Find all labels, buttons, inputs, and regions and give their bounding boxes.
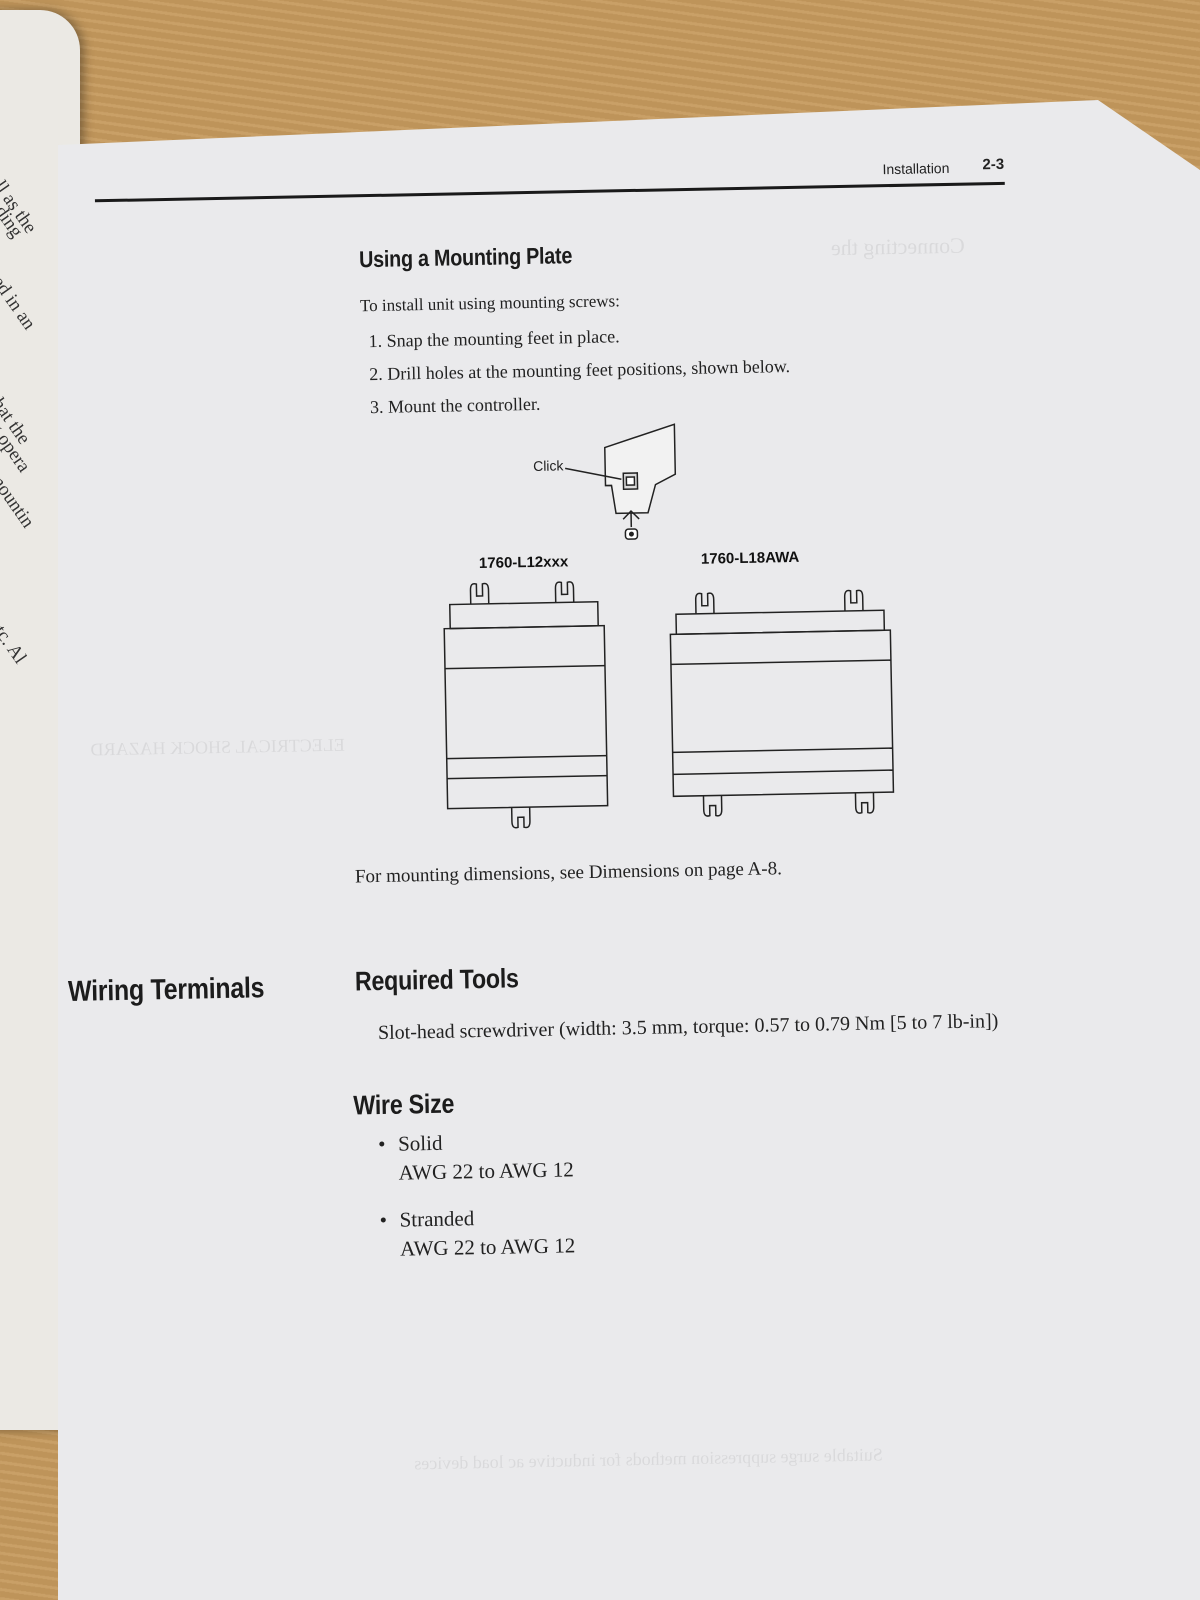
wire-type-name: Solid (397, 1130, 443, 1156)
click-label: Click (533, 457, 565, 474)
section-heading-mounting-plate: Using a Mounting Plate (358, 242, 573, 273)
mounting-steps: 1. Snap the mounting feet in place. 2. D… (360, 323, 791, 430)
bleed-through-text: ELECTRICAL SHOCK HAZARD (90, 734, 345, 760)
mounting-intro: To install unit using mounting screws: (359, 291, 621, 316)
wire-size-list: Solid AWG 22 to AWG 12 Stranded AWG 22 t… (378, 1128, 576, 1284)
mounting-feet-diagram: Click 1760-L12xxx 1760-L18AWA (443, 423, 895, 829)
left-page-fragment: ted in an (0, 268, 40, 334)
model-label-l12: 1760-L12xxx (479, 553, 569, 572)
controller-l12-outline (443, 581, 609, 829)
wire-type-item: Stranded AWG 22 to AWG 12 (379, 1204, 575, 1262)
bleed-through-text: Suitable surge suppression methods for i… (414, 1444, 883, 1474)
wire-gauge-range: AWG 22 to AWG 12 (398, 1157, 574, 1185)
left-page-fragment: mountin (0, 468, 39, 532)
subheading-wire-size: Wire Size (353, 1088, 455, 1121)
subheading-required-tools: Required Tools (354, 963, 519, 997)
wire-type-item: Solid AWG 22 to AWG 12 (378, 1128, 574, 1186)
header-page-number: 2-3 (982, 155, 1005, 174)
section-heading-wiring-terminals: Wiring Terminals (67, 972, 265, 1008)
controller-l18-outline (669, 589, 895, 817)
required-tool-description: Slot-head screwdriver (width: 3.5 mm, to… (377, 1010, 999, 1045)
bleed-through-text: Connecting the (830, 232, 966, 261)
left-page-fragment: etc. Al (0, 615, 31, 668)
mounting-foot-detail (565, 423, 677, 540)
wire-type-name: Stranded (399, 1206, 475, 1232)
manual-page: Connecting the ELECTRICAL SHOCK HAZARD S… (58, 100, 1200, 1600)
model-label-l18: 1760-L18AWA (701, 549, 800, 568)
header-section-title: Installation (882, 159, 950, 178)
header-rule (94, 181, 1005, 203)
wire-gauge-range: AWG 22 to AWG 12 (399, 1233, 576, 1261)
